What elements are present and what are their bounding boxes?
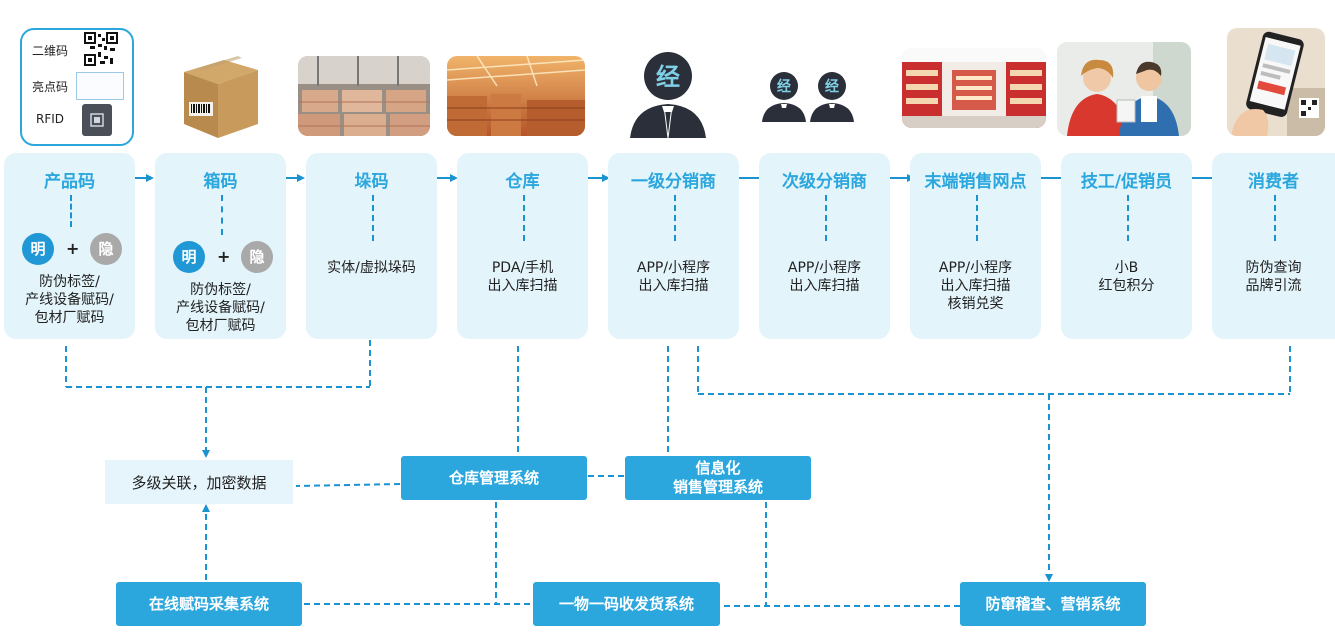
stage-description: APP/小程序出入库扫描核销兑奖 [938, 260, 1013, 312]
stage-dash-connector [1126, 195, 1129, 241]
sales-management-system[interactable]: 信息化 销售管理系统 [625, 456, 811, 500]
stage-warehouse: 仓库 PDA/手机出入库扫描 [457, 153, 588, 339]
stage-dash-connector [673, 195, 676, 241]
encryption-box: 多级关联，加密数据 [105, 460, 293, 504]
stage-product-code: 产品码 明 + 隐 防伪标签/产线设备赋码/包材厂赋码 [4, 153, 135, 339]
stage-dash-connector [1273, 195, 1276, 241]
stage-pallet-code: 垛码 实体/虚拟垛码 [306, 153, 437, 339]
visible-code-badge: 明 [22, 233, 54, 265]
stage-dash-connector [975, 195, 978, 241]
warehouse-image [447, 56, 585, 136]
pallet-stack-image [298, 56, 430, 136]
stage-title: 消费者 [1248, 172, 1299, 192]
svg-text:经: 经 [777, 78, 791, 95]
qr-code-label: 二维码 [32, 44, 69, 58]
stage-title: 垛码 [354, 172, 389, 192]
stage-description: 实体/虚拟垛码 [327, 260, 416, 276]
secondary-distributor-icon-left: 经 [762, 72, 806, 122]
hidden-code-badge: 隐 [241, 241, 273, 273]
stage-description: APP/小程序出入库扫描 [636, 260, 711, 294]
stage-first-distributor: 一级分销商 APP/小程序出入库扫描 [608, 153, 739, 339]
stage-description: PDA/手机出入库扫描 [487, 260, 558, 294]
stage-title: 箱码 [203, 172, 238, 192]
first-distributor-icon: 经 [630, 52, 706, 138]
stage-title: 一级分销商 [631, 172, 716, 192]
stage-title: 仓库 [505, 172, 540, 192]
stage-secondary-distributor: 次级分销商 APP/小程序出入库扫描 [759, 153, 890, 339]
stage-retail-outlet: 末端销售网点 APP/小程序出入库扫描核销兑奖 [910, 153, 1041, 339]
svg-text:经: 经 [825, 78, 839, 95]
stage-title: 末端销售网点 [924, 172, 1027, 192]
hidden-code-badge: 隐 [90, 233, 122, 265]
code-types-legend: 二维码 亮点码 RFID [20, 28, 134, 146]
qr-code-icon [84, 32, 118, 66]
stage-title: 次级分销商 [782, 172, 867, 192]
stage-box-code: 箱码 明 + 隐 防伪标签/产线设备赋码/包材厂赋码 [155, 153, 286, 339]
promoter-image [1057, 42, 1191, 136]
stage-dash-connector [371, 195, 374, 241]
secondary-distributor-icon-right: 经 [810, 72, 854, 122]
stage-dash-connector [824, 195, 827, 241]
light-code-label: 亮点码 [32, 80, 69, 94]
light-code-icon [76, 72, 124, 100]
stage-description: 防伪标签/产线设备赋码/包材厂赋码 [25, 274, 114, 326]
stage-description: APP/小程序出入库扫描 [787, 260, 862, 294]
one-item-one-code-shipping-system[interactable]: 一物一码收发货系统 [533, 582, 720, 626]
rfid-chip-icon [82, 104, 112, 136]
stage-title: 产品码 [44, 172, 95, 192]
anti-fleeing-marketing-system[interactable]: 防窜稽查、营销系统 [960, 582, 1146, 626]
plus-sign: + [217, 247, 231, 266]
plus-sign: + [66, 239, 80, 258]
online-coding-collection-system[interactable]: 在线赋码采集系统 [116, 582, 302, 626]
cardboard-box-image [184, 56, 258, 138]
stage-description: 防伪查询品牌引流 [1245, 260, 1302, 294]
visible-code-badge: 明 [173, 241, 205, 273]
stage-title: 技工/促销员 [1080, 172, 1173, 192]
distributor-char: 经 [656, 63, 680, 91]
warehouse-management-system[interactable]: 仓库管理系统 [401, 456, 587, 500]
stage-dash-connector [220, 195, 223, 235]
stage-dash-connector [522, 195, 525, 241]
retail-store-image [902, 48, 1046, 128]
stage-description: 防伪标签/产线设备赋码/包材厂赋码 [176, 282, 265, 334]
stage-dash-connector [69, 195, 72, 227]
rfid-label: RFID [36, 112, 65, 126]
stage-consumer: 消费者 防伪查询品牌引流 [1212, 153, 1335, 339]
consumer-phone-image [1227, 28, 1325, 136]
